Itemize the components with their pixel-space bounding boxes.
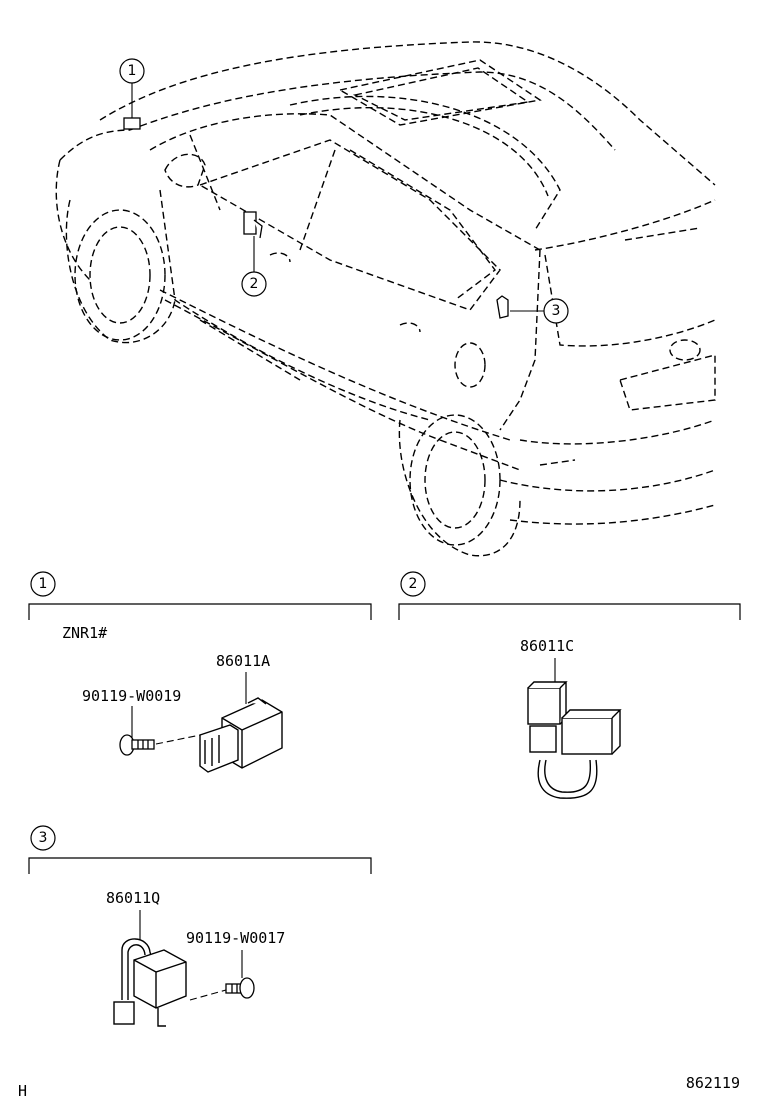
connector-86011c-icon (527, 681, 622, 799)
section-1-variant: ZNR1# (62, 624, 107, 642)
bolt-90119-w0017-icon (225, 977, 255, 999)
section-3-number: 3 (39, 830, 48, 846)
callout-1-marker: 1 (119, 58, 145, 84)
callout-1-number: 1 (128, 63, 137, 79)
section-3: 3 86011Q 90119-W0017 (28, 825, 372, 1027)
callout-3-number: 3 (552, 303, 561, 319)
section-1-bolt-number: 90119-W0019 (82, 687, 181, 705)
callout-leaders (131, 83, 544, 312)
section-2-bracket (398, 603, 741, 620)
section-3-part-number: 86011Q (106, 889, 160, 907)
callout-2-number: 2 (250, 276, 259, 292)
callout-3-marker: 3 (543, 298, 569, 324)
footer-diagram-number: 862119 (686, 1074, 740, 1092)
sensor-86011q-icon (113, 938, 187, 1027)
sensor-86011a-icon (199, 697, 283, 773)
section-3-bracket (28, 857, 372, 874)
section-2: 2 86011C (398, 571, 741, 799)
bolt-90119-w0019-icon (119, 734, 155, 756)
section-3-bolt-number: 90119-W0017 (186, 929, 285, 947)
footer-left-code: H (18, 1082, 27, 1100)
section-1-badge (30, 571, 56, 597)
vehicle-illustration (55, 41, 716, 557)
vehicle-component-marks (123, 117, 509, 319)
section-3-badge (30, 825, 56, 851)
section-1-part-number: 86011A (216, 652, 270, 670)
section-1: 1 ZNR1# 86011A 90119-W0019 (28, 571, 372, 773)
section-2-number: 2 (409, 576, 418, 592)
section-2-badge (400, 571, 426, 597)
section-2-part-number: 86011C (520, 637, 574, 655)
section-1-bracket (28, 603, 372, 620)
section-1-number: 1 (39, 576, 48, 592)
callout-2-marker: 2 (241, 271, 267, 297)
